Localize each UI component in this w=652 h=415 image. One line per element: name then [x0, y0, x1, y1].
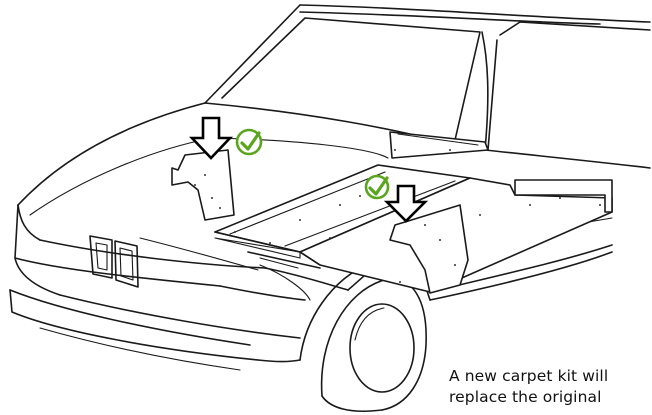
- floor-pan: [171, 131, 613, 294]
- caption-line-2: replace the original: [449, 388, 602, 406]
- green-check-circle-icon: [235, 128, 263, 156]
- down-arrow-icon: [383, 184, 429, 223]
- front-grille: [89, 235, 139, 288]
- caption-line-1: A new carpet kit will: [449, 367, 609, 385]
- caption: A new carpet kit will replace the origin…: [449, 366, 649, 408]
- green-check-circle-icon: [364, 174, 390, 200]
- down-arrow-icon: [188, 116, 234, 160]
